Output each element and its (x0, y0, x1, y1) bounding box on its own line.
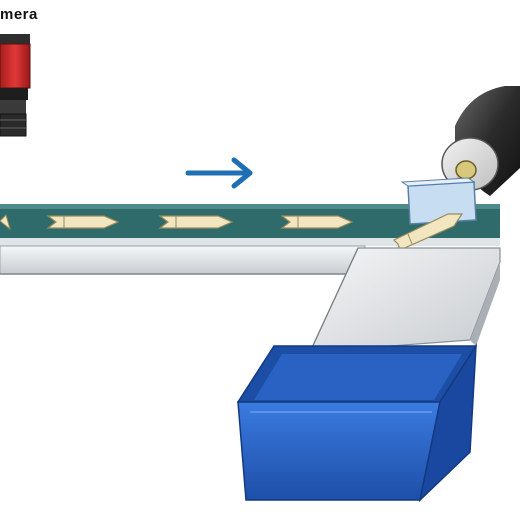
part-4 (280, 215, 354, 229)
part-1 (0, 214, 11, 231)
reject-bin (236, 343, 478, 503)
ejector-cylinder (400, 86, 520, 225)
part-3 (158, 215, 234, 229)
reject-chute (309, 247, 501, 353)
rejected-part (392, 213, 464, 251)
part-2 (46, 215, 120, 229)
camera-label: mera (0, 6, 38, 23)
arrow-right-icon (185, 157, 253, 189)
camera (0, 34, 31, 137)
